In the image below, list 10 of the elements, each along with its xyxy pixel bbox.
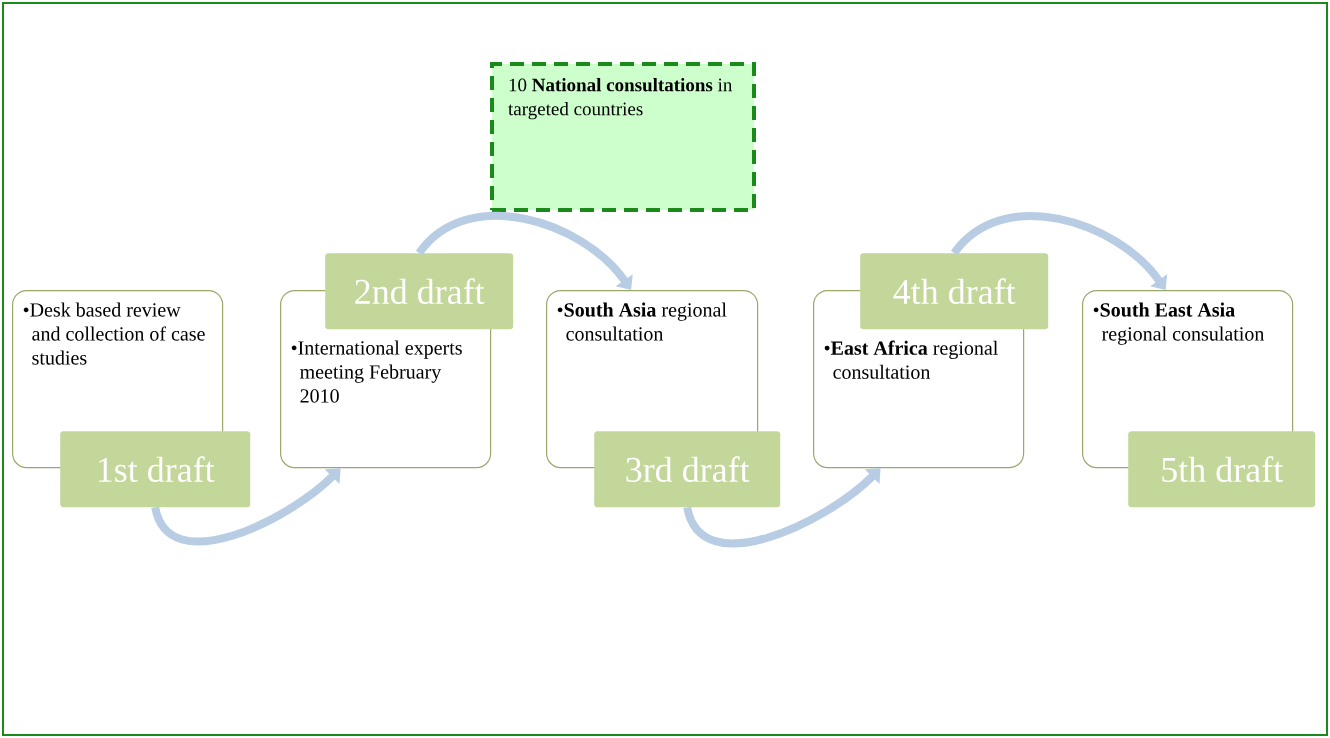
curved-arrow xyxy=(683,468,881,548)
draft-label: 2nd draft xyxy=(325,253,514,330)
curved-arrow xyxy=(151,468,341,546)
curved-arrow xyxy=(951,212,1168,290)
draft-label: 5th draft xyxy=(1128,431,1316,508)
draft-label: 3rd draft xyxy=(594,431,781,508)
draft-label: 1st draft xyxy=(60,431,251,508)
curved-arrow xyxy=(416,212,633,290)
draft-label: 4th draft xyxy=(860,253,1049,330)
callout-box: 10 National consultations in targeted countries xyxy=(490,62,756,212)
